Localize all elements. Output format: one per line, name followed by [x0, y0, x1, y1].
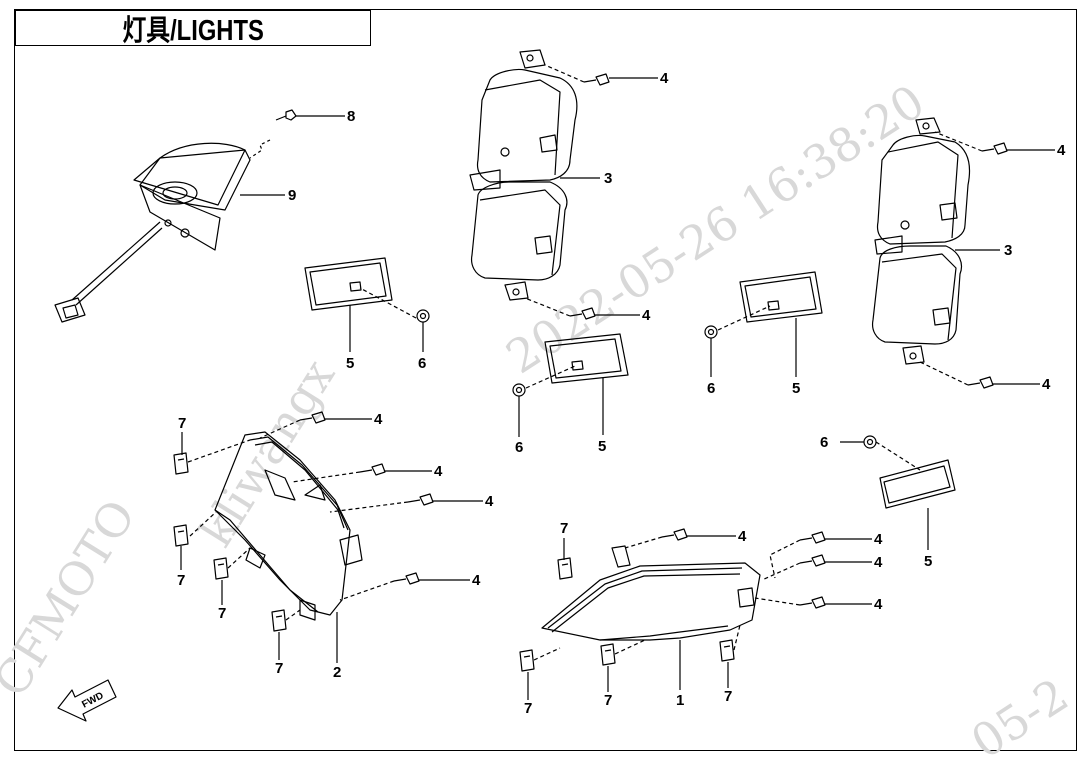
reflector-part-5-a [304, 257, 393, 311]
callout-4-h: 4 [472, 572, 481, 589]
callout-5-d: 5 [924, 553, 932, 570]
callout-3-right: 3 [1004, 242, 1012, 259]
callout-4-e: 4 [374, 411, 383, 428]
callout-numbers: 1 2 3 3 4 4 4 4 4 4 4 4 4 4 4 4 4 5 5 5 … [177, 70, 1066, 717]
callout-5-b: 5 [598, 438, 606, 455]
screw-part-4-l [799, 596, 826, 609]
screw-part-4-g [407, 493, 434, 506]
reflector-part-5-c [739, 271, 823, 323]
callout-7-d: 7 [275, 660, 283, 677]
headlight-part-1 [541, 545, 761, 641]
screw-part-8 [275, 109, 297, 121]
clip-part-7-b [173, 524, 189, 547]
reflector-part-5-d [879, 459, 956, 509]
callout-7-a: 7 [178, 415, 186, 432]
screw-part-4-e [299, 411, 326, 424]
callout-1: 1 [676, 692, 684, 709]
callout-5-c: 5 [792, 380, 800, 397]
screw-part-4-c [981, 142, 1008, 155]
screw-part-4-j [799, 531, 826, 544]
drawing-frame [14, 9, 1077, 751]
callout-3-top: 3 [604, 170, 612, 187]
callout-6-d: 6 [820, 434, 828, 451]
nut-part-6-c [704, 325, 718, 339]
callout-4-g: 4 [485, 493, 494, 510]
leader-dashed-8 [249, 139, 271, 159]
callout-7-h: 7 [724, 688, 732, 705]
clip-part-7-h [719, 639, 735, 662]
clip-part-7-f [519, 649, 535, 672]
assembly-dashed-lines [187, 64, 983, 661]
callout-4-l: 4 [874, 596, 883, 613]
clip-part-7-d [271, 609, 287, 632]
callout-4-a: 4 [660, 70, 669, 87]
screw-part-4-k [799, 554, 826, 567]
screw-part-4-f [359, 463, 386, 476]
watermark-corner: 05-2 [962, 668, 1078, 760]
headlight-part-2 [214, 431, 363, 621]
nut-part-6-b [512, 383, 526, 397]
clip-part-7-c [213, 557, 229, 580]
screw-part-4-d [967, 376, 994, 389]
callout-4-d: 4 [1042, 376, 1051, 393]
callout-6-b: 6 [515, 439, 523, 456]
callout-7-c: 7 [218, 605, 226, 622]
callout-4-i: 4 [738, 528, 747, 545]
license-lamp-part-9 [54, 142, 251, 323]
callout-2: 2 [333, 664, 341, 681]
fwd-arrow-icon [57, 679, 117, 722]
nut-part-6-d [863, 435, 877, 449]
title-box: 灯具/LIGHTS [15, 10, 371, 47]
side-lamp-part-3-right [871, 117, 971, 365]
page-title: 灯具/LIGHTS [122, 15, 264, 47]
clip-part-7-a [173, 452, 189, 475]
callout-7-e: 7 [560, 520, 568, 537]
screw-part-4-b [569, 307, 596, 320]
watermark-datetime: 2022-05-26 16:38:20 [497, 74, 934, 384]
callout-4-k: 4 [874, 554, 883, 571]
callout-6-a: 6 [418, 355, 426, 372]
callout-5-a: 5 [346, 355, 354, 372]
callout-4-j: 4 [874, 531, 883, 548]
watermark: 2022-05-26 16:38:20 CFMOTO kliwangx 05-2 [0, 74, 1078, 760]
callout-4-f: 4 [434, 463, 443, 480]
callout-7-b: 7 [177, 572, 185, 589]
fwd-label: FWD [80, 690, 105, 710]
callout-leaders [180, 77, 1055, 700]
watermark-user: kliwangx [189, 350, 346, 556]
screw-part-4-a [583, 73, 610, 86]
clip-part-7-g [600, 643, 616, 666]
side-lamp-part-3-top [469, 49, 578, 301]
callout-7-g: 7 [604, 692, 612, 709]
callout-6-c: 6 [707, 380, 715, 397]
clip-part-7-e [557, 557, 573, 580]
screw-part-4-h [393, 572, 420, 585]
callout-4-c: 4 [1057, 142, 1066, 159]
watermark-brand: CFMOTO [0, 490, 146, 705]
nut-part-6-a [416, 309, 430, 323]
callout-8: 8 [347, 108, 355, 125]
callout-9: 9 [288, 187, 296, 204]
screw-part-4-i [661, 528, 688, 541]
callout-7-f: 7 [524, 700, 532, 717]
callout-4-b: 4 [642, 307, 651, 324]
